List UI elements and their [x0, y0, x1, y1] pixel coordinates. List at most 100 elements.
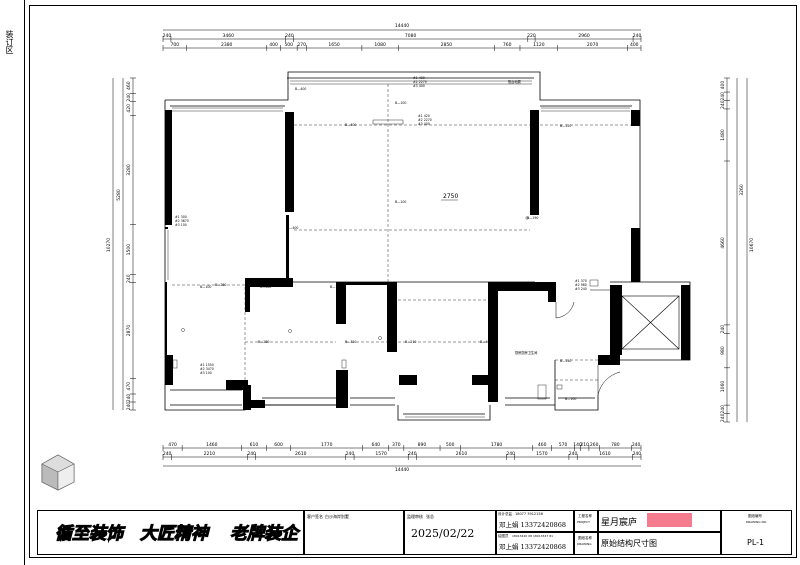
- room-tag: #1 370: [575, 279, 587, 283]
- beam-tag: B—100: [565, 397, 576, 401]
- bottom-dim-label: 210: [580, 442, 589, 448]
- room-tag: #3 400: [418, 122, 430, 126]
- beam-tag: B—210: [405, 340, 416, 344]
- left-overall-dim: 10270: [106, 238, 112, 252]
- room-tag: #2 3670: [175, 219, 189, 223]
- project-label: 工程名称: [578, 514, 592, 518]
- left-dim-label: 460: [126, 81, 132, 90]
- bottom-dim-label: 1770: [321, 442, 333, 448]
- bottom-dim-label: 470: [168, 442, 177, 448]
- beam-tag: B—400: [295, 87, 306, 91]
- top-dim-label: 240: [163, 33, 172, 39]
- drafter-label: 绘图员: [498, 534, 509, 538]
- room-tag: #3 240: [575, 287, 587, 291]
- room-tag: #3 100: [175, 223, 187, 227]
- bottom-dim-label: 240: [569, 451, 578, 457]
- designer-detail: 18077 3912156: [515, 512, 543, 516]
- bottom-dim-label: 640: [371, 442, 380, 448]
- bottom-dim-label: 1460: [206, 442, 218, 448]
- left-dim-label: 420: [126, 104, 132, 113]
- door-swings: [555, 289, 621, 396]
- top-dim-label: 7080: [405, 33, 417, 39]
- right-dim-label: 400: [720, 81, 726, 90]
- beam-tag: B—280: [260, 285, 271, 289]
- drafter-cell: [496, 532, 574, 555]
- slogan-1: 循至装饰: [55, 524, 124, 545]
- number-label: 图纸编号: [748, 514, 762, 518]
- bottom-dim-label: 2210: [204, 451, 216, 457]
- right-dim-label: 240: [720, 100, 726, 109]
- beam-tag: B—100: [200, 285, 211, 289]
- service-room-label: 厨房厨房卫生间: [515, 350, 537, 355]
- drawing-date: 2025/02/22: [411, 527, 475, 540]
- balcony-label: 阳台地漏: [508, 79, 521, 84]
- top-dim-label: 1650: [328, 42, 340, 48]
- elevator-shaft-icon: [621, 295, 680, 350]
- windows: [167, 80, 630, 418]
- left-dim-label: 3280: [126, 164, 132, 176]
- bottom-dim-label: 610: [250, 442, 259, 448]
- right-dim-label: 980: [720, 346, 726, 355]
- bottom-dim-label: 570: [559, 442, 568, 448]
- bottom-dim-label: 140: [573, 442, 582, 448]
- bottom-dim-label: 240: [408, 451, 417, 457]
- beam-tags: B—400B—100B—120B—400B—190B—100B—400B—100…: [200, 87, 576, 401]
- drafter-detail: 18013420 08 18013347 81: [512, 534, 554, 538]
- room-tag: #3 400: [413, 84, 425, 88]
- right-dim-label: 240: [720, 405, 726, 414]
- beam-tag: B—140: [560, 359, 571, 363]
- room-tag: #1 400: [413, 76, 425, 80]
- slogan-panel: [37, 510, 304, 555]
- left-dim-label: 240: [126, 402, 132, 411]
- bottom-dim-label: 2610: [456, 451, 468, 457]
- left-dim-label: 240: [126, 274, 132, 283]
- bottom-overall-dim: 14440: [395, 467, 409, 473]
- left-mid-dim: 5280: [116, 189, 122, 201]
- beam-tag: B—280: [258, 340, 269, 344]
- bottom-dim-label: 240: [633, 451, 642, 457]
- drawing-label-en: DRAWING: [577, 542, 592, 546]
- top-dim-label: 220: [527, 33, 536, 39]
- beam-tag: B—100: [395, 200, 406, 204]
- room-tag: #2 2270: [418, 118, 432, 122]
- room-tag: #1 300: [175, 215, 187, 219]
- bottom-dim-label: 260: [590, 442, 599, 448]
- top-dim-label: 270: [297, 42, 306, 48]
- bottom-dim-label: 460: [538, 442, 547, 448]
- bottom-dim-label: 600: [274, 442, 283, 448]
- redaction-mark: [647, 513, 692, 527]
- beam-lines: [172, 84, 631, 381]
- right-mid-dim: 3260: [739, 184, 745, 196]
- drafter-name: 邓上娟 13372420868: [499, 543, 567, 551]
- sheet-number: PL-1: [747, 538, 765, 547]
- ceiling-height: 2750: [443, 193, 458, 200]
- beam-tag: B—190: [527, 216, 538, 220]
- project-name: 星月宸庐: [601, 518, 638, 528]
- top-dim-label: 2850: [441, 42, 453, 48]
- right-overall-dim: 10670: [749, 238, 755, 252]
- binding-label: 装订区: [5, 30, 14, 54]
- bottom-dim-label: 890: [418, 442, 427, 448]
- drawing-name: 原始结构尺寸图: [601, 539, 657, 548]
- right-dim-label: 4660: [720, 237, 726, 249]
- beam-tag: B—400: [287, 226, 298, 230]
- right-dim-label: 1060: [720, 381, 726, 393]
- beam-tag: B—400: [345, 123, 356, 127]
- beam-tag: B—320: [345, 340, 356, 344]
- date-cell: [404, 510, 496, 555]
- bottom-dim-label: 240: [247, 451, 256, 457]
- beam-tag: B—130: [330, 285, 341, 289]
- top-dim-label: 2960: [578, 33, 590, 39]
- client-cell: [304, 510, 404, 555]
- room-tags: #1 400#2 2270#3 400#1 300#2 3670#3 100#1…: [175, 76, 587, 375]
- room-tag: #1 1550: [200, 363, 214, 367]
- top-dim-label: 760: [503, 42, 512, 48]
- right-dimensions: 10670 3260 40024024014804660240980106024…: [720, 77, 755, 423]
- room-tag: #2 980: [575, 283, 587, 287]
- left-dim-label: 240: [126, 394, 132, 403]
